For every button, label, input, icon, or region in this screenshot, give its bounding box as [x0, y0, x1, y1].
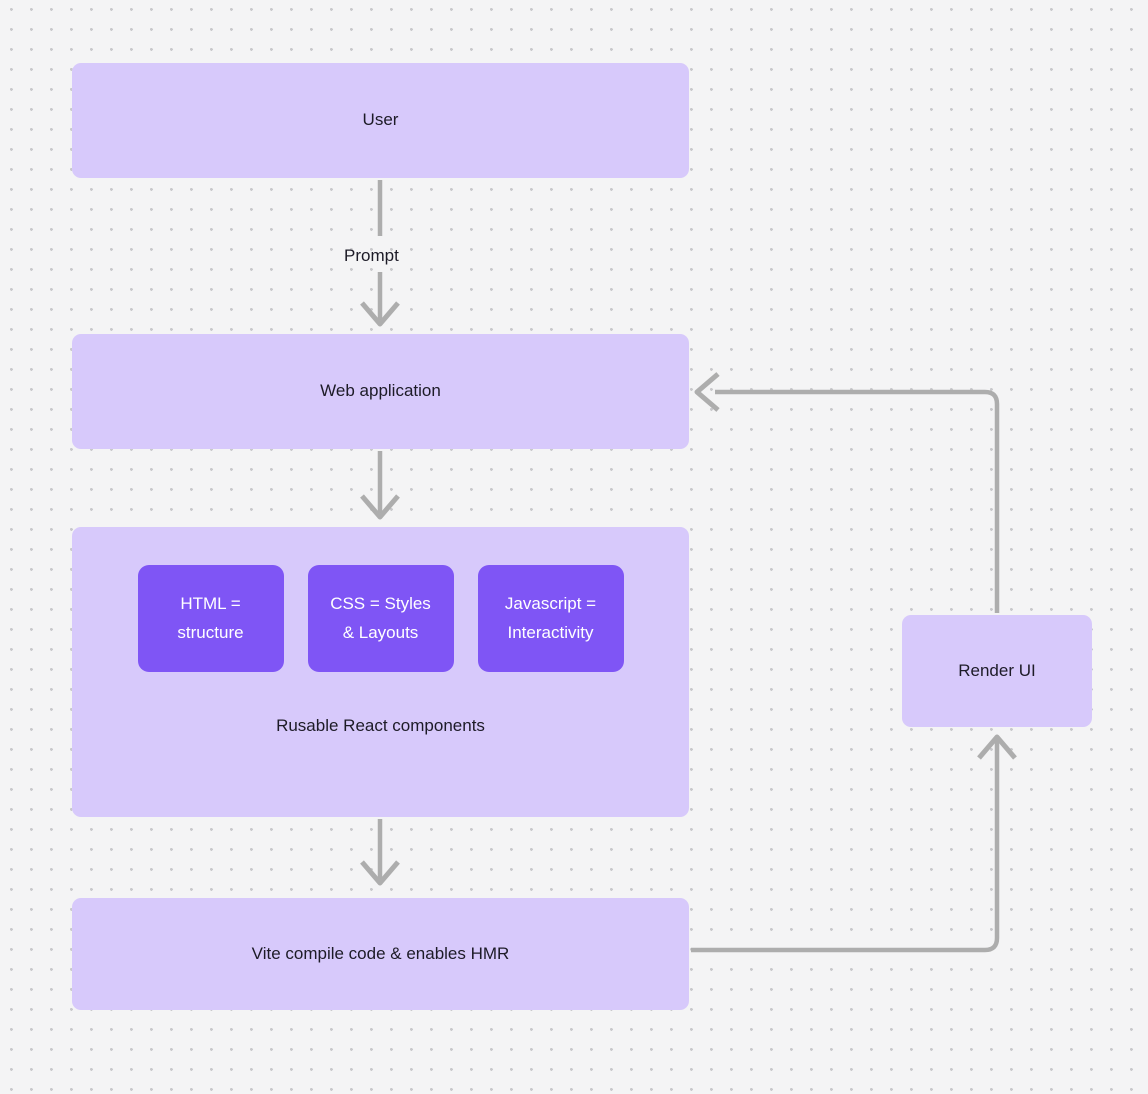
chip-html[interactable]: HTML = structure — [137, 565, 284, 672]
edge-user-to-webapp-arrowhead — [360, 301, 400, 327]
chip-row: HTML = structure CSS = Styles & Layouts … — [72, 565, 689, 672]
node-react-components[interactable]: HTML = structure CSS = Styles & Layouts … — [72, 527, 689, 817]
node-user-label: User — [362, 110, 399, 130]
node-user[interactable]: User — [72, 63, 689, 178]
node-web-application[interactable]: Web application — [72, 334, 689, 449]
node-vite[interactable]: Vite compile code & enables HMR — [72, 898, 689, 1010]
edge-vite-to-render-arrowhead — [977, 734, 1017, 760]
edge-render-to-webapp — [715, 389, 1000, 613]
node-react-components-caption: Rusable React components — [276, 716, 485, 735]
node-render-ui-label: Render UI — [958, 660, 1036, 680]
edge-vite-to-render — [691, 740, 1000, 953]
edge-components-to-vite-arrowhead — [360, 860, 400, 886]
node-vite-label: Vite compile code & enables HMR — [251, 943, 510, 963]
node-render-ui[interactable]: Render UI — [902, 615, 1092, 727]
chip-javascript[interactable]: Javascript = Interactivity — [477, 565, 624, 672]
edge-label-prompt: Prompt — [344, 246, 399, 265]
edge-webapp-to-components-arrowhead — [360, 494, 400, 520]
chip-css[interactable]: CSS = Styles & Layouts — [307, 565, 454, 672]
edge-render-to-webapp-arrowhead — [694, 372, 720, 412]
node-web-application-label: Web application — [320, 381, 441, 401]
